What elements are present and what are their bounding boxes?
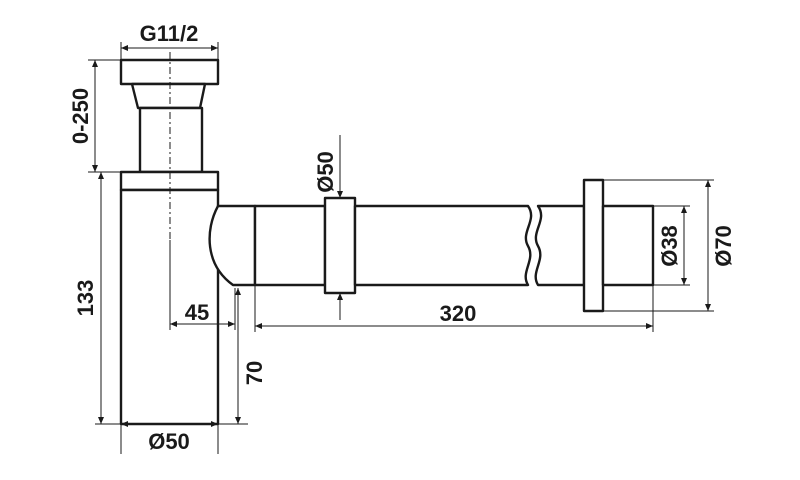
dim-height-adjust: 0-250 (68, 59, 121, 173)
outlet-elbow (208, 204, 257, 287)
outlet-pipe-segment (253, 204, 327, 287)
wall-pipe-stub (601, 204, 655, 287)
dim-outlet-height: 70 (218, 288, 267, 425)
dim-horizontal-length: 320 (254, 285, 654, 332)
dim-thread-size: G11/2 (120, 21, 219, 60)
dim-pipe-diameter: Ø38 (653, 205, 690, 286)
label-outlet-height: 70 (242, 361, 267, 385)
riser-tube (138, 106, 204, 174)
trap-body-outline (119, 58, 655, 426)
label-body-height: 133 (73, 280, 98, 317)
label-outlet-offset: 45 (185, 300, 209, 325)
label-height-adjust: 0-250 (68, 88, 93, 144)
label-flange-diameter: Ø70 (711, 225, 736, 267)
horizontal-pipe-right (534, 204, 586, 287)
dim-bottle-diameter: Ø50 (120, 421, 219, 454)
dim-nut-diameter: Ø50 (313, 135, 343, 320)
label-thread-size: G11/2 (140, 21, 199, 46)
label-pipe-diameter: Ø38 (657, 225, 682, 267)
dim-outlet-offset: 45 (169, 240, 236, 330)
label-bottle-diameter: Ø50 (148, 429, 190, 454)
horizontal-pipe-left (353, 204, 533, 287)
tapered-neck (130, 82, 207, 110)
dim-body-height: 133 (73, 171, 121, 425)
compression-nut (323, 196, 357, 295)
label-horizontal-length: 320 (440, 301, 477, 326)
label-nut-diameter: Ø50 (313, 151, 338, 193)
dim-flange-diameter: Ø70 (603, 179, 736, 312)
wall-flange (582, 178, 605, 313)
